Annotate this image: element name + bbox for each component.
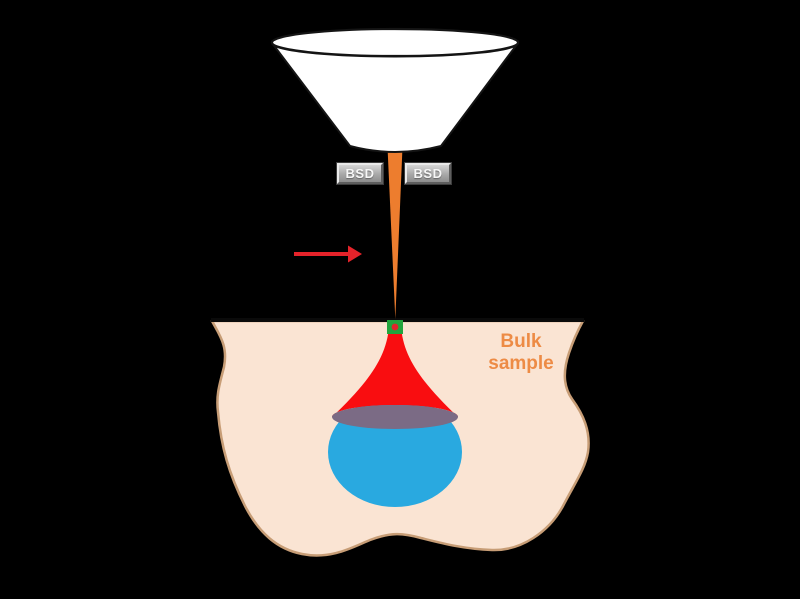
bsd-detector-left: BSD [337, 163, 383, 184]
bulk-sample-label-line1: Bulk [500, 331, 542, 352]
interaction-volume-red-drop [332, 326, 458, 417]
interaction-volume-overlap [332, 405, 458, 429]
pole-piece-rim [270, 27, 520, 58]
bulk-sample-label-line2: sample [488, 353, 554, 374]
bsd-detector-right-label: BSD [413, 166, 443, 181]
pole-piece-cone [270, 39, 520, 153]
bsd-detector-right: BSD [405, 163, 451, 184]
electron-beam [387, 147, 403, 319]
bulk-sample-label: Bulk sample [456, 331, 586, 375]
beam-arrow-icon [294, 245, 362, 263]
bsd-detector-left-label: BSD [345, 166, 375, 181]
beam-entry-dot-icon [391, 323, 399, 331]
